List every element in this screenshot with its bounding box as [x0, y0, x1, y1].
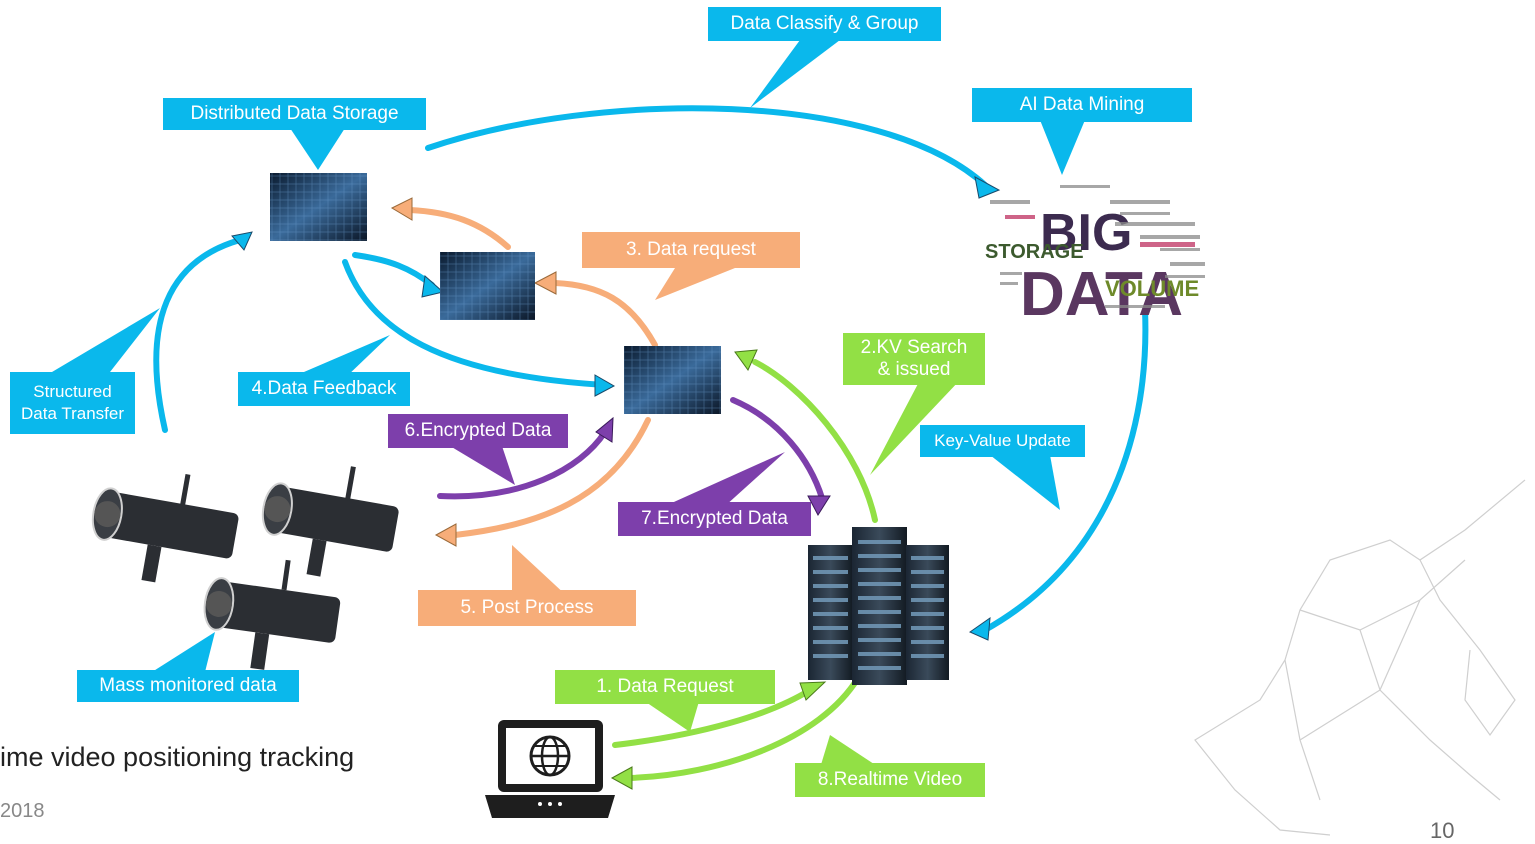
arrow-laptop-to-server — [612, 687, 813, 748]
purple-arrows — [437, 397, 825, 501]
tail-enc6 — [440, 440, 515, 485]
arrow-node2-to-storage — [407, 207, 511, 250]
orange-arrowheads — [390, 197, 557, 547]
tail-post — [512, 545, 568, 597]
tail-storage — [290, 128, 345, 170]
callout-tails — [52, 40, 1085, 768]
data-mosaic-icon — [270, 173, 367, 241]
tail-kvupdate — [990, 455, 1060, 510]
arrow-storage-feedback — [342, 259, 608, 388]
tail-structured — [52, 308, 160, 372]
label-encrypted-7: 7.Encrypted Data — [618, 502, 811, 536]
label-ai-mining: AI Data Mining — [972, 88, 1192, 122]
arrow-bigdata-to-server — [982, 307, 1149, 633]
label-data-request-3: 3. Data request — [582, 232, 800, 268]
label-distributed-storage: Distributed Data Storage — [163, 98, 426, 130]
label-data-feedback: 4.Data Feedback — [238, 372, 410, 406]
footer-year: 2018 — [0, 800, 45, 822]
tail-realtime — [820, 735, 880, 768]
surveillance-camera-icon — [261, 466, 399, 577]
svg-text:BIG: BIG — [1040, 204, 1132, 262]
arrow-server-to-laptop — [627, 675, 861, 781]
blue-arrowheads — [231, 176, 1001, 641]
tail-ai — [1040, 120, 1085, 175]
green-arrows — [612, 359, 878, 781]
tail-request3 — [655, 268, 735, 300]
arrow-server-to-node3 — [752, 359, 878, 523]
label-post-process: 5. Post Process — [418, 590, 636, 626]
arrow-camera-encrypted — [437, 429, 608, 500]
purple-arrowheads — [595, 416, 831, 516]
label-data-classify: Data Classify & Group — [708, 7, 941, 41]
surveillance-camera-icon — [203, 559, 341, 670]
svg-text:STORAGE: STORAGE — [985, 241, 1084, 263]
label-key-value-update: Key-Value Update — [920, 425, 1085, 457]
tail-kv — [870, 380, 960, 475]
tail-enc7 — [665, 452, 785, 506]
arrow-node3-encrypted — [730, 397, 825, 501]
arrow-storage-to-bigdata — [425, 105, 988, 188]
label-kv-search: 2.KV Search & issued — [843, 333, 985, 385]
unicorn-logo — [1194, 479, 1526, 836]
arrow-storage-to-node2 — [352, 252, 435, 288]
slide-caption: ime video positioning tracking — [0, 742, 355, 772]
orange-arrows — [407, 207, 658, 538]
surveillance-camera-icon — [91, 474, 239, 583]
green-arrowheads — [610, 349, 827, 790]
laptop-globe-icon — [485, 720, 615, 818]
label-encrypted-6: 6.Encrypted Data — [388, 414, 568, 448]
arrow-postprocess — [452, 417, 651, 538]
big-data-word-cloud: BIG DATA STORAGE VOLUME — [985, 185, 1205, 329]
data-mosaic-icon — [624, 346, 721, 414]
tail-mass — [152, 632, 215, 672]
arrow-node3-to-node2 — [552, 280, 658, 348]
tail-request1 — [640, 698, 700, 732]
svg-text:VOLUME: VOLUME — [1105, 276, 1199, 301]
tail-feedback — [290, 335, 390, 378]
label-structured-transfer: Structured Data Transfer — [10, 372, 135, 434]
label-data-request-1: 1. Data Request — [555, 670, 775, 704]
label-realtime-video: 8.Realtime Video — [795, 763, 985, 797]
label-mass-monitored: Mass monitored data — [77, 670, 299, 702]
arrow-camera-to-storage — [153, 237, 243, 433]
svg-text:DATA: DATA — [1020, 260, 1183, 329]
data-mosaic-icon — [440, 252, 535, 320]
tail-classify — [750, 40, 840, 108]
server-rack-icon — [808, 527, 949, 685]
page-number: 10 — [1430, 818, 1455, 843]
